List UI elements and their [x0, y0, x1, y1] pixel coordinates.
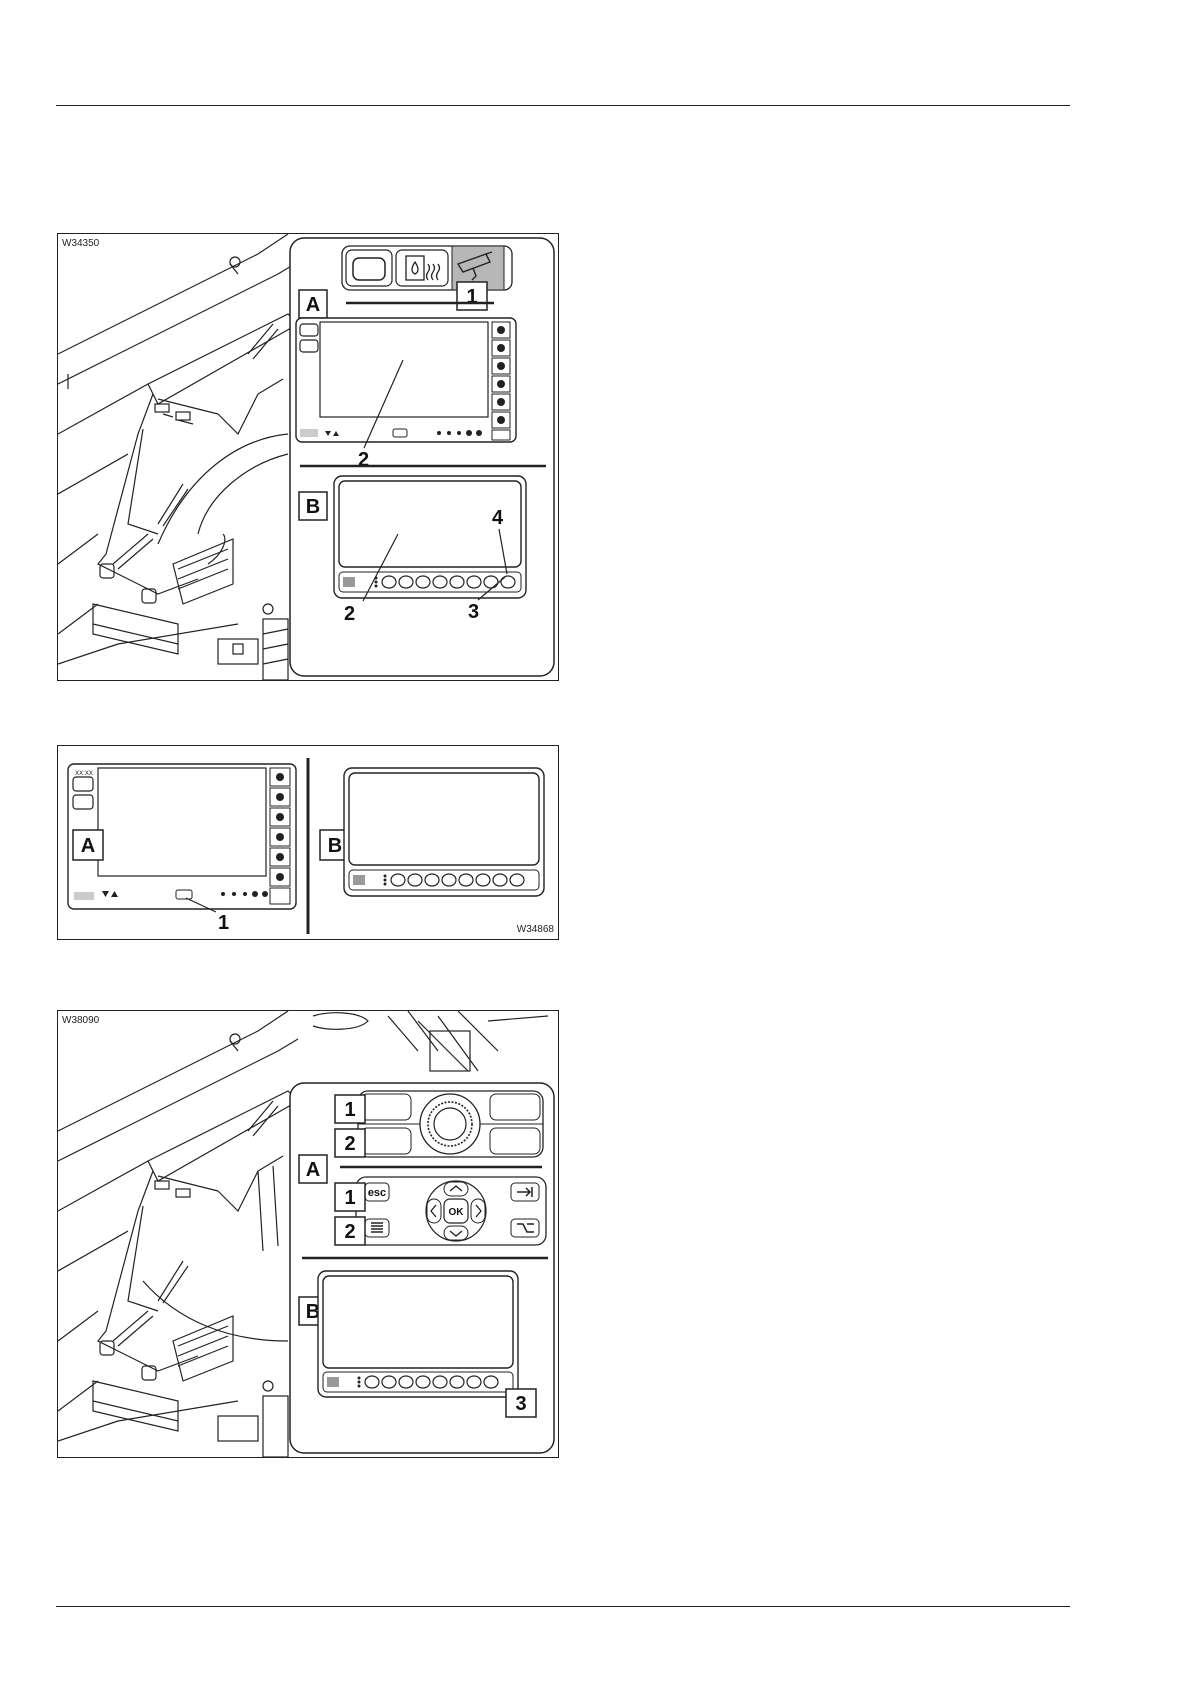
figure-w34350: W34350	[57, 233, 559, 681]
callout-1-keypad: 1	[344, 1187, 355, 1209]
callout-2a: 2	[358, 449, 369, 471]
callout-1-knob: 1	[344, 1099, 355, 1121]
clock-display: XX:XX	[75, 771, 93, 777]
screen-variant-b: B	[320, 768, 544, 896]
crane-cab-illustration	[58, 234, 298, 680]
figure-code: W34868	[517, 924, 555, 935]
ok-key[interactable]: OK	[449, 1207, 465, 1218]
variant-a-label: A	[306, 294, 320, 316]
callout-3: 3	[468, 601, 479, 623]
callout-3: 3	[515, 1393, 526, 1415]
footer-rule	[56, 1606, 1070, 1607]
figure-code: W34350	[62, 238, 100, 249]
header-rule	[56, 105, 1070, 106]
callout-2b: 2	[344, 603, 355, 625]
screen-variant-a: XX:XX A 1	[68, 764, 296, 934]
esc-key[interactable]: esc	[368, 1187, 386, 1199]
figure-code: W38090	[62, 1015, 100, 1026]
callout-1: 1	[218, 912, 229, 934]
detail-panel: 1 A 2 B	[290, 238, 554, 676]
variant-b-label: B	[306, 496, 320, 518]
callout-1: 1	[466, 286, 477, 308]
figure-w38090: W38090	[57, 1010, 559, 1458]
variant-a-label: A	[306, 1159, 320, 1181]
figure-w34868: XX:XX A 1 B	[57, 745, 559, 940]
detail-panel: 1 2 A esc OK 1 2	[290, 1083, 554, 1453]
variant-b-label: B	[328, 835, 342, 857]
callout-2-keypad: 2	[344, 1221, 355, 1243]
callout-4: 4	[492, 507, 504, 529]
callout-2-knob: 2	[344, 1133, 355, 1155]
variant-a-label: A	[81, 835, 95, 857]
